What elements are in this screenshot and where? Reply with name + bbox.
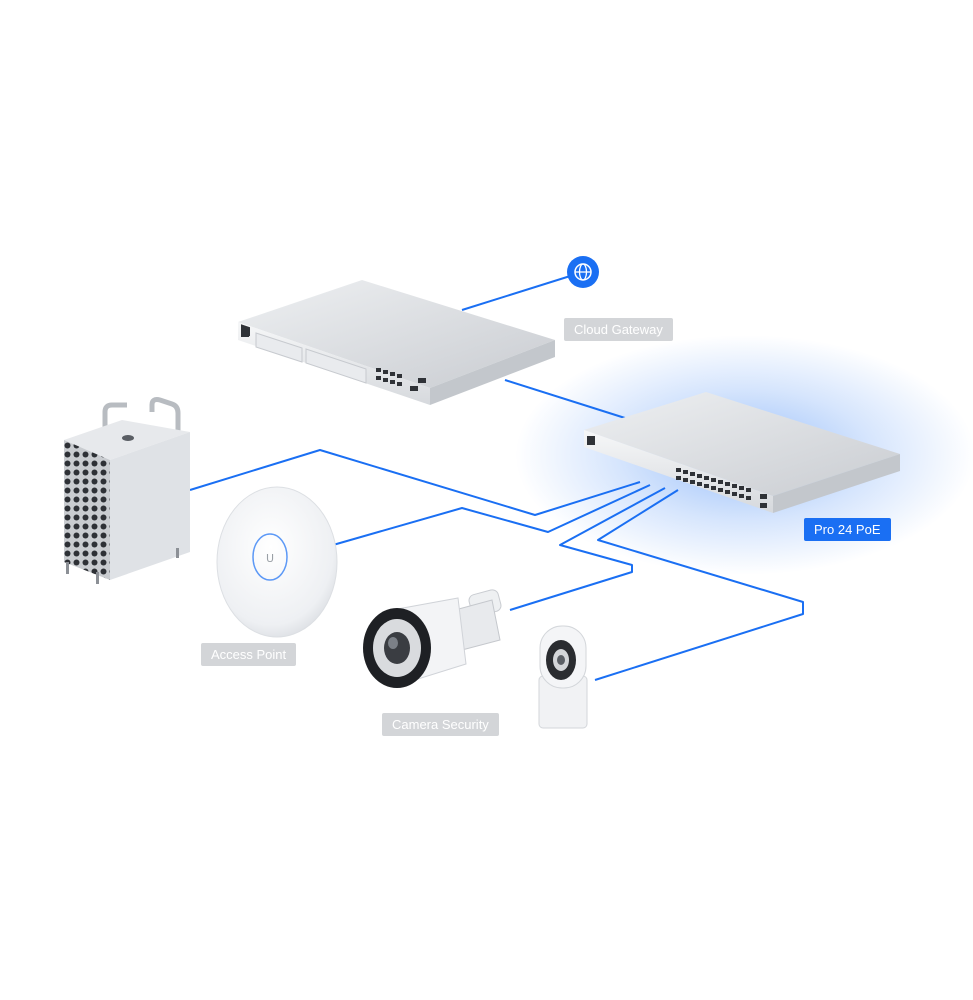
- cable-access-point: [332, 484, 651, 546]
- cable-bullet-camera: [509, 487, 666, 611]
- cloud-gateway-device: [238, 280, 555, 405]
- bullet-camera-device: [363, 589, 502, 688]
- camera-security-label: Camera Security: [382, 713, 499, 736]
- access-point-device: U: [216, 486, 338, 638]
- cables: [189, 271, 804, 681]
- cable-dome-camera: [594, 489, 804, 681]
- svg-text:U: U: [266, 552, 274, 565]
- globe-icon: [567, 256, 599, 288]
- mini-camera-device: [538, 625, 588, 729]
- access-point-label: Access Point: [201, 643, 297, 666]
- cable-internet: [461, 271, 584, 311]
- switch-label: Pro 24 PoE: [804, 518, 891, 541]
- cable-workstation: [189, 449, 641, 516]
- cloud-gateway-label: Cloud Gateway: [564, 318, 673, 341]
- cable-gateway-switch: [504, 379, 626, 419]
- switch-device: [584, 392, 900, 513]
- workstation-device: [64, 397, 190, 584]
